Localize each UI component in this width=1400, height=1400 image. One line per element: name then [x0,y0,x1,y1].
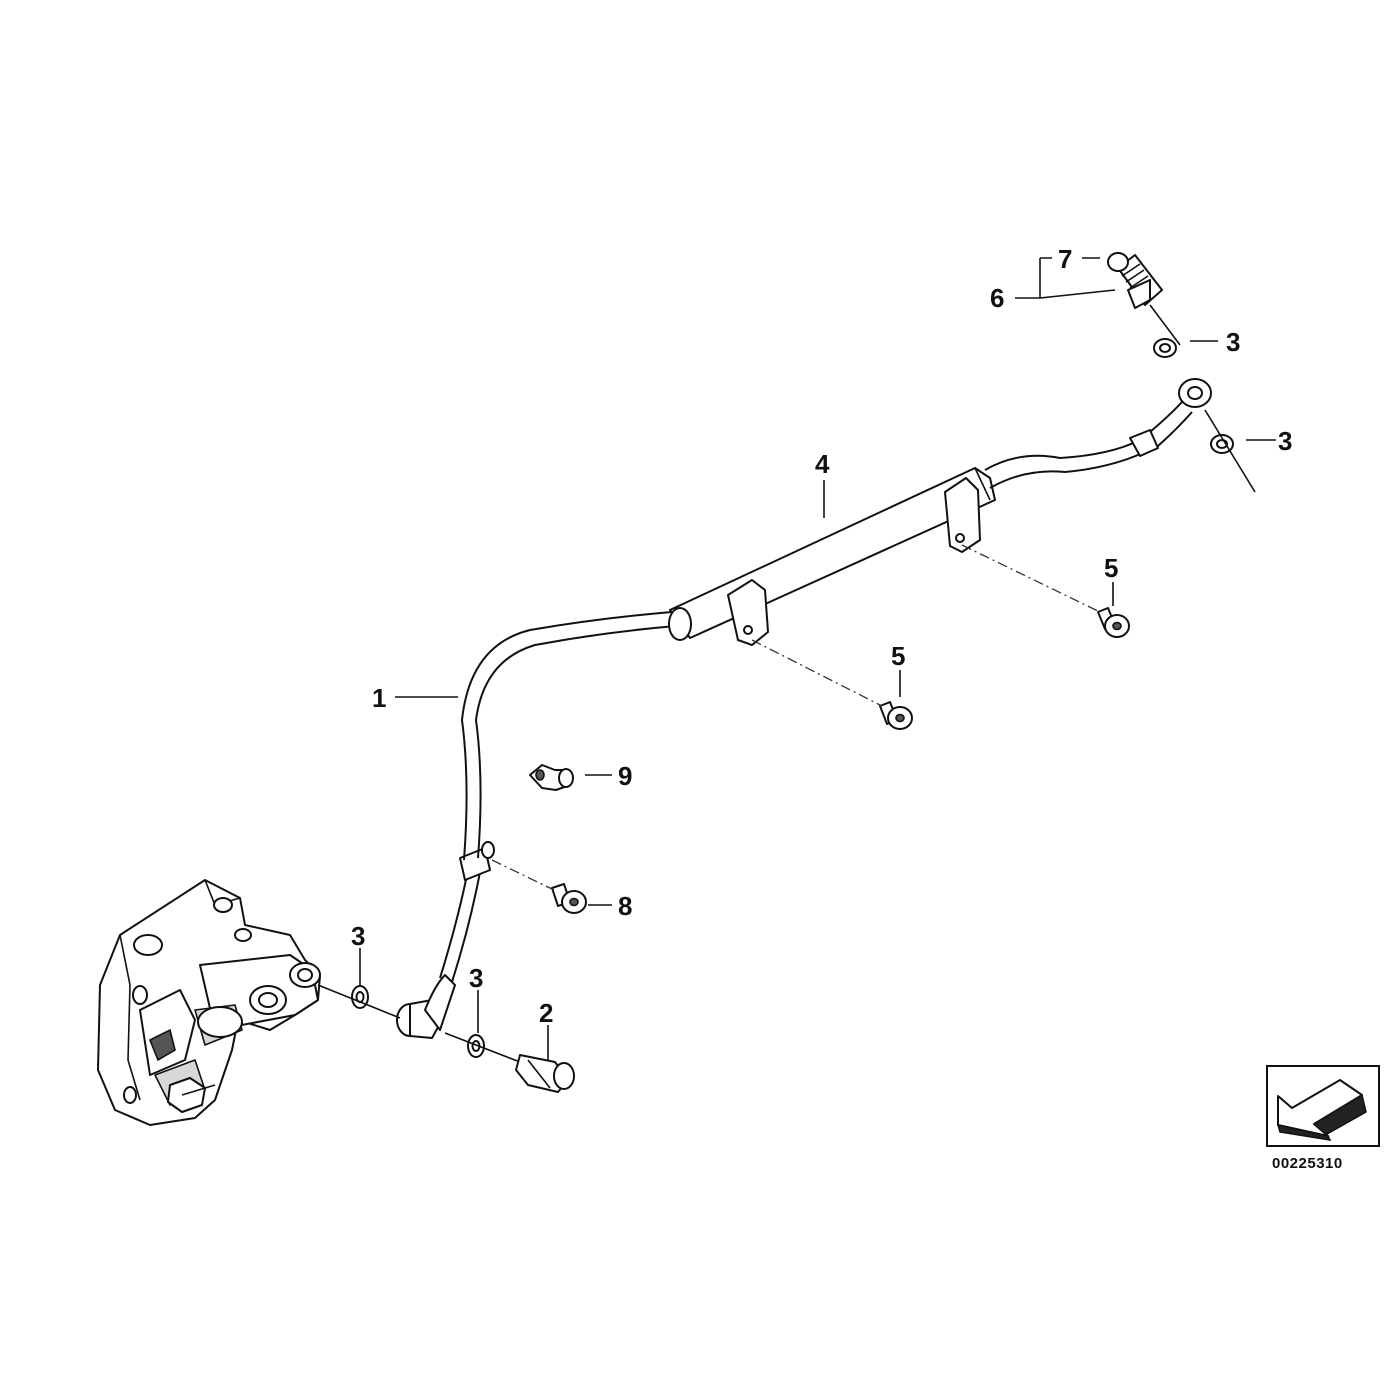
seal-ring-upper-2 [1204,409,1256,493]
callout-8: 8 [618,891,632,921]
callout-5-upper: 5 [1104,553,1118,583]
screw-5-lower [879,701,913,730]
banjo-axis-line-2 [444,1032,521,1063]
callout-4: 4 [815,449,830,479]
brake-pipe-4 [668,378,1212,646]
seal-ring-lower-2 [467,1034,485,1058]
callout-6: 6 [990,283,1004,313]
callout-2: 2 [539,998,553,1028]
callout-7: 7 [1058,244,1072,274]
bleeder-valve-6-7 [1107,252,1181,346]
callout-3-top-1: 3 [1226,327,1240,357]
direction-arrow-icon [1276,1079,1367,1141]
callouts: 1 2 3 3 3 3 4 5 5 6 7 8 9 [351,244,1292,1028]
screw-5-upper [1097,607,1130,638]
brake-caliper [97,879,321,1126]
seal-ring-upper-1 [1153,338,1177,358]
callout-3-bottom-2: 3 [469,963,483,993]
brake-hose-1 [396,611,677,1039]
callout-1: 1 [372,683,386,713]
orientation-box [1266,1065,1380,1147]
callout-9: 9 [618,761,632,791]
assembly-line-screw5-lower [751,639,883,707]
callout-5-lower: 5 [891,641,905,671]
assembly-line-screw8 [491,859,555,891]
callout-3-top-2: 3 [1278,426,1292,456]
seal-ring-lower-1 [351,985,369,1009]
bleed-plug-9 [529,764,574,791]
banjo-bolt-2 [515,1054,575,1093]
banjo-axis-line [317,984,401,1019]
diagram-reference-number: 00225310 [1272,1155,1343,1172]
callout-3-bottom-1: 3 [351,921,365,951]
assembly-line-screw5-upper [961,544,1101,613]
leader-lines [359,257,1276,1060]
screw-8 [551,883,587,914]
